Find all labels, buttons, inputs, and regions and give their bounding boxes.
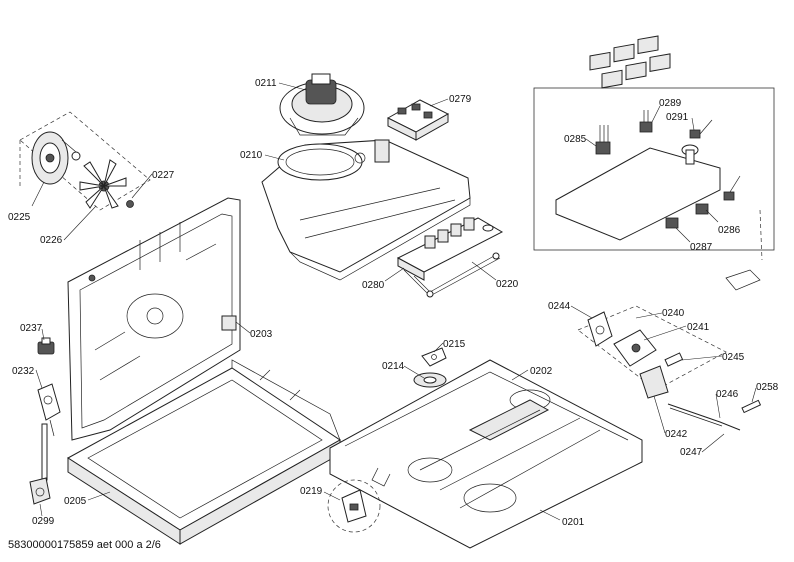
- label-0279: 0279: [449, 94, 472, 105]
- control-board-inset: [533, 35, 775, 291]
- latch-group-0240: [577, 305, 727, 399]
- leader-lines: [31, 82, 757, 521]
- terminal-block-0237: [37, 337, 55, 355]
- label-0285: 0285: [564, 134, 587, 145]
- label-0258: 0258: [756, 382, 779, 393]
- fan-blade-0226: [79, 159, 127, 209]
- label-0244: 0244: [548, 301, 571, 312]
- relay-board-0279: [386, 99, 450, 141]
- part-labels: 0211 0279 0210 0289 0291 0285 0227 0225 …: [8, 78, 779, 528]
- document-code: 58300000175859 aet 000 a 2/6: [8, 539, 161, 551]
- label-0210: 0210: [240, 150, 263, 161]
- sensor-probe-0299: [29, 423, 51, 505]
- nut-0227: [126, 200, 134, 208]
- label-0247: 0247: [680, 447, 703, 458]
- label-0202: 0202: [530, 366, 553, 377]
- label-0220: 0220: [496, 279, 519, 290]
- label-0299: 0299: [32, 516, 55, 527]
- label-0240: 0240: [662, 308, 685, 319]
- fan-motor-0211: [279, 73, 365, 136]
- label-0214: 0214: [382, 361, 405, 372]
- label-0205: 0205: [64, 496, 87, 507]
- back-wall-0203: [67, 197, 241, 441]
- label-0232: 0232: [12, 366, 35, 377]
- fan-assembly-0225: [19, 111, 151, 211]
- heater-element-0232: [37, 383, 61, 437]
- label-0201: 0201: [562, 517, 585, 528]
- label-0226: 0226: [40, 235, 63, 246]
- label-0225: 0225: [8, 212, 31, 223]
- label-0287: 0287: [690, 242, 713, 253]
- label-0241: 0241: [687, 322, 710, 333]
- label-0227: 0227: [152, 170, 175, 181]
- bottom-plate-0201: [329, 359, 643, 549]
- label-0215: 0215: [443, 339, 466, 350]
- label-0286: 0286: [718, 225, 741, 236]
- label-0246: 0246: [716, 389, 739, 400]
- label-0245: 0245: [722, 352, 745, 363]
- clip-0215: [421, 347, 447, 367]
- label-0237: 0237: [20, 323, 43, 334]
- label-0242: 0242: [665, 429, 688, 440]
- bracket-0219: [327, 479, 381, 533]
- label-0203: 0203: [250, 329, 273, 340]
- relay-board-0220: [396, 217, 504, 281]
- label-0219: 0219: [300, 486, 323, 497]
- label-0280: 0280: [362, 280, 385, 291]
- top-cover-0210: [261, 139, 471, 281]
- label-0211: 0211: [255, 78, 277, 89]
- cavity-0205: [67, 359, 341, 545]
- label-0289: 0289: [659, 98, 682, 109]
- switch-wire-0246: [667, 399, 762, 431]
- label-0291: 0291: [666, 112, 689, 123]
- bracket-0280: [403, 252, 501, 298]
